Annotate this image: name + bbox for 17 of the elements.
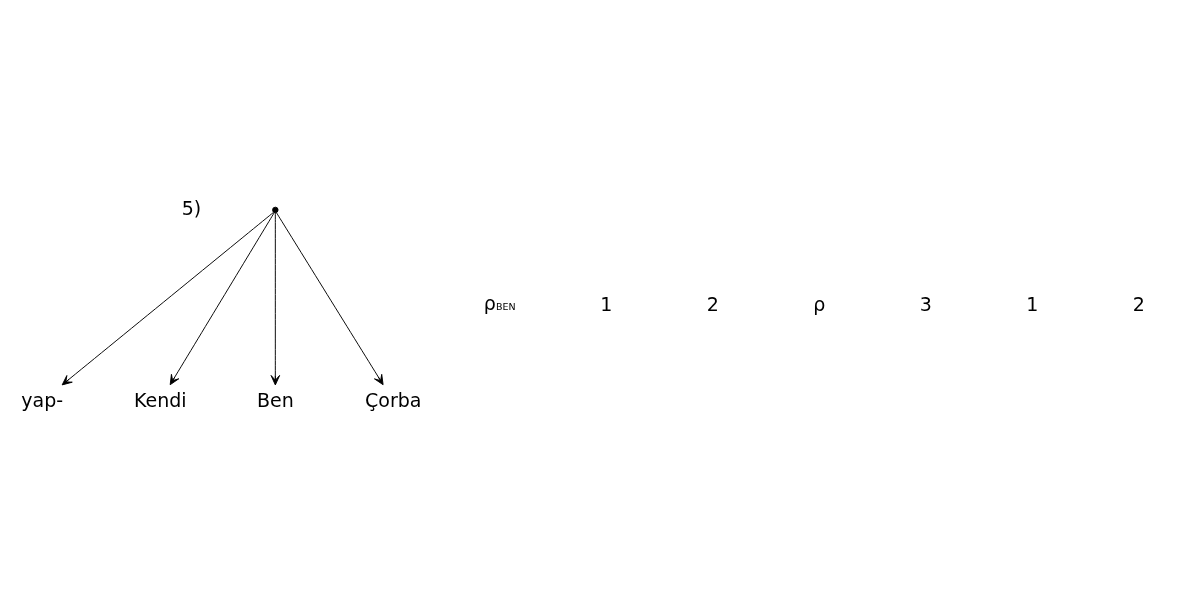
arrow xyxy=(270,212,281,385)
arrow xyxy=(169,211,275,385)
label: 2 xyxy=(1132,292,1145,315)
label: 5) xyxy=(181,196,202,219)
label: ρBEN xyxy=(483,291,516,314)
arrow xyxy=(275,211,384,385)
node-text: Kendi xyxy=(133,388,187,411)
label: 2 xyxy=(706,292,719,315)
node-text: Çorba xyxy=(365,388,422,411)
node-text: Ben xyxy=(256,388,294,411)
label: 1 xyxy=(1026,292,1039,315)
label: ρ xyxy=(813,292,826,315)
node-text: yap- xyxy=(21,388,64,411)
arrow xyxy=(61,211,275,385)
label: 3 xyxy=(919,292,932,315)
label: 1 xyxy=(600,292,613,315)
node-point xyxy=(272,206,279,213)
